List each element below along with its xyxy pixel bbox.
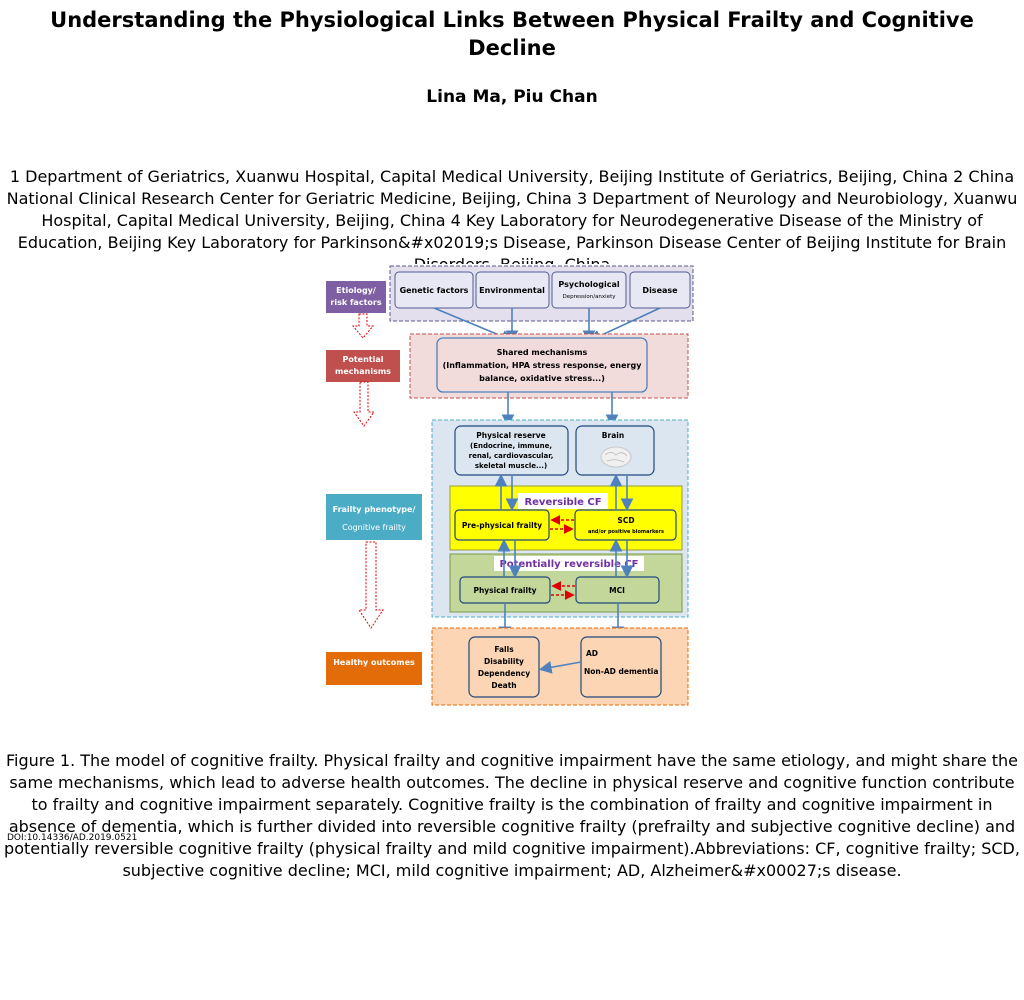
frailty-label-1: Frailty phenotype/ <box>333 505 416 514</box>
potential-label-2: mechanisms <box>335 367 391 376</box>
arrow-dementia-falls <box>538 661 582 674</box>
outcomes-ad: AD <box>586 649 598 658</box>
psychological-text: Psychological <box>558 280 619 289</box>
potentially-reversible-cf-label: Potentially reversible CF <box>499 559 638 570</box>
shared-mechanisms-box <box>436 337 648 393</box>
paper-title: Understanding the Physiological Links Be… <box>50 8 974 60</box>
mci-text: MCI <box>609 586 625 595</box>
etiology-label-box <box>326 281 386 313</box>
scd-sub-text: and/or positive biomarkers <box>588 529 664 535</box>
outcomes-label: Healthy outcomes <box>333 658 415 667</box>
scd-box <box>574 509 677 541</box>
outcomes-falls: Falls <box>494 645 514 654</box>
outcomes-death: Death <box>491 681 516 690</box>
physical-reserve-line-1: Physical reserve <box>476 431 545 440</box>
physical-reserve-line-4: skeletal muscle...) <box>475 462 547 470</box>
physical-reserve-line-3: renal, cardiovascular, <box>469 452 554 460</box>
doi-text: DOI:10.14336/AD.2019.0521 <box>7 833 138 843</box>
etiology-label-2: risk factors <box>330 298 381 307</box>
brain-icon <box>600 446 632 468</box>
pre-physical-frailty-text: Pre-physical frailty <box>462 521 542 530</box>
outcomes-label-box <box>326 652 422 685</box>
down-arrow-3 <box>358 541 384 629</box>
etiology-label-1: Etiology/ <box>336 286 376 295</box>
brain-folds <box>604 452 628 463</box>
cognitive-frailty-figure: Etiology/ risk factors Potential mechani… <box>326 264 696 708</box>
figure-diagram: Etiology/ risk factors Potential mechani… <box>326 265 694 706</box>
psychological-box <box>551 271 627 309</box>
shared-line-2: (Inflammation, HPA stress response, ener… <box>443 361 643 370</box>
down-arrow-2 <box>353 381 375 427</box>
shared-line-1: Shared mechanisms <box>497 348 588 357</box>
reversible-cf-label-bg <box>518 493 608 509</box>
down-arrow-1 <box>351 313 375 339</box>
disease-text: Disease <box>642 286 678 295</box>
frailty-label-box <box>326 494 422 540</box>
paper-affiliations: 1 Department of Geriatrics, Xuanwu Hospi… <box>6 167 1018 274</box>
genetic-factors-text: Genetic factors <box>400 286 469 295</box>
outcomes-non-ad: Non-AD dementia <box>584 667 658 676</box>
frailty-label-2: Cognitive frailty <box>342 523 406 532</box>
potential-label-box <box>326 350 400 382</box>
paper-authors: Lina Ma, Piu Chan <box>426 87 598 107</box>
figure-caption: Figure 1. The model of cognitive frailty… <box>4 751 1020 880</box>
potential-label-1: Potential <box>342 355 383 364</box>
potentially-reversible-cf-label-bg <box>494 556 644 571</box>
environmental-text: Environmental <box>479 286 545 295</box>
psychological-sub-text: Depression/anxiety <box>562 294 616 300</box>
reversible-cf-label: Reversible CF <box>524 497 601 508</box>
outcomes-disability: Disability <box>484 657 524 666</box>
physical-frailty-text: Physical frailty <box>473 586 536 595</box>
physical-reserve-line-2: (Endocrine, immune, <box>470 442 552 450</box>
outcomes-dependency: Dependency <box>478 669 530 678</box>
brain-text: Brain <box>602 431 624 440</box>
shared-line-3: balance, oxidative stress...) <box>479 374 605 383</box>
scd-text: SCD <box>617 516 634 525</box>
outcomes-right-box <box>580 636 662 698</box>
